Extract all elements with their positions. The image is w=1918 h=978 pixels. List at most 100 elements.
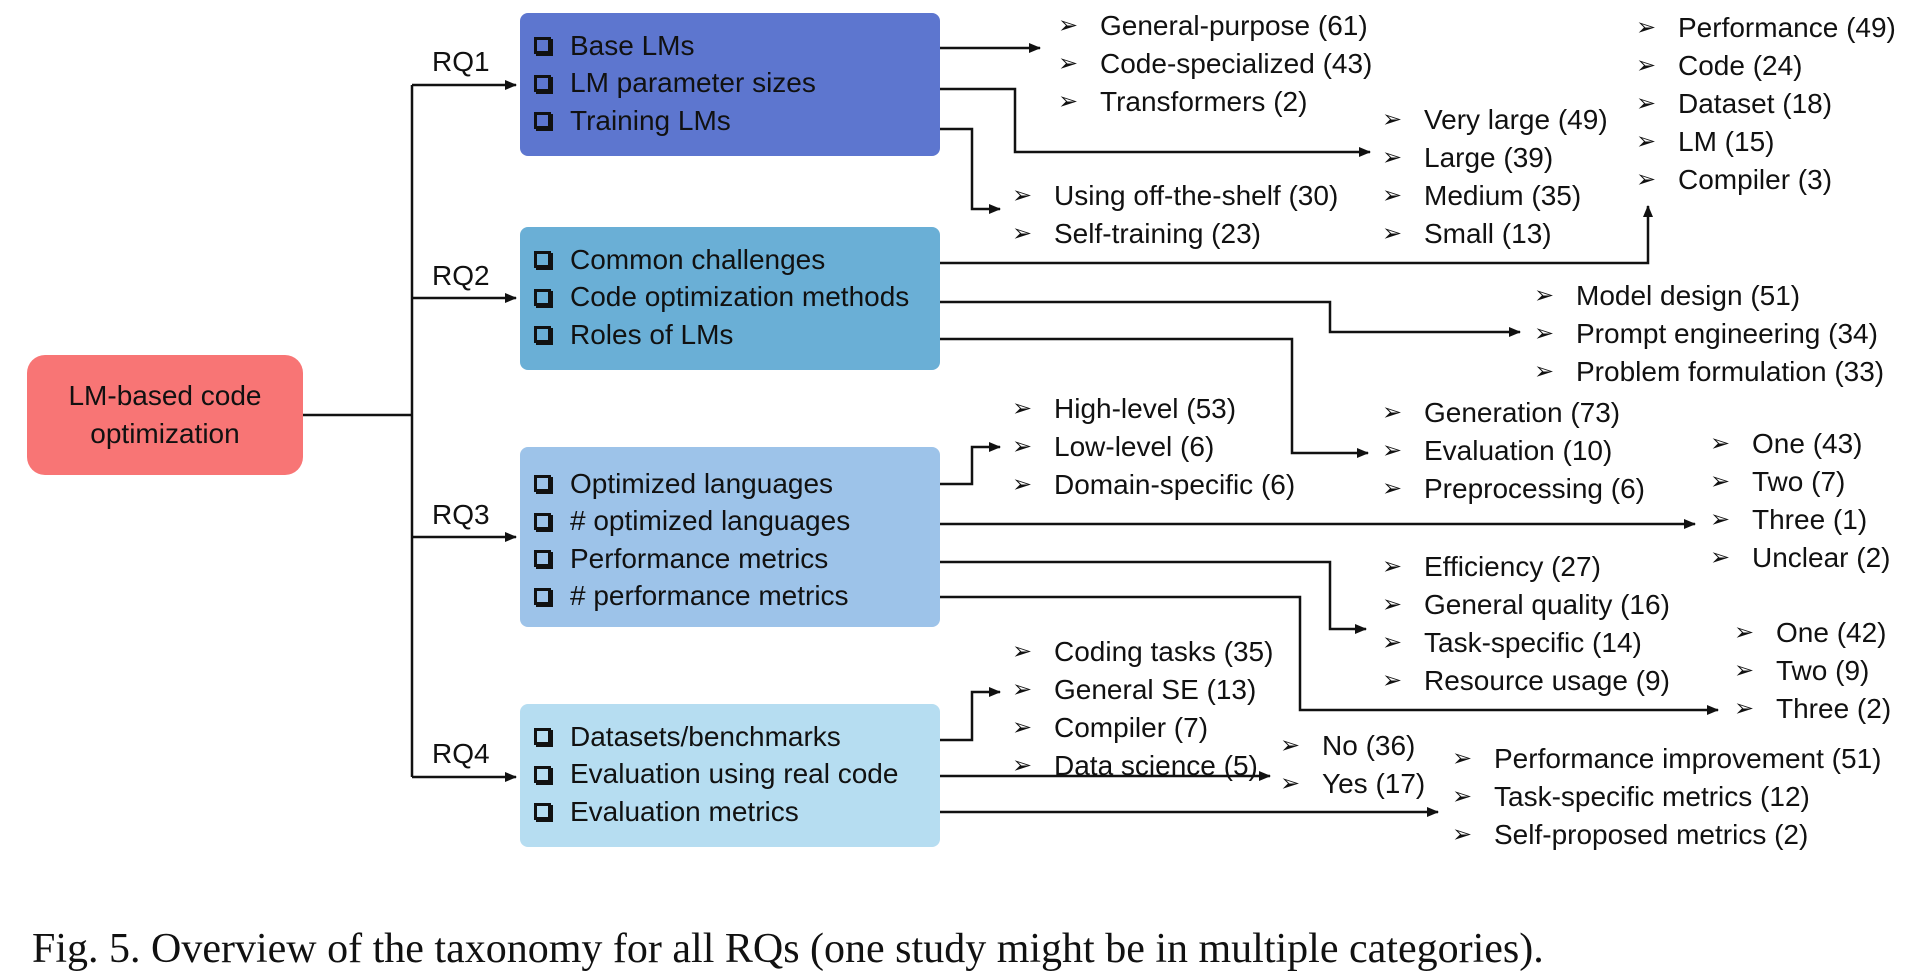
rq2-item: Code optimization methods bbox=[534, 279, 940, 317]
rq2-item-label: Code optimization methods bbox=[570, 281, 910, 313]
datasets-list: ➢Coding tasks (35)➢General SE (13)➢Compi… bbox=[1012, 633, 1273, 785]
rq4-label: RQ4 bbox=[432, 738, 490, 769]
arrowhead-icon: ➢ bbox=[1382, 591, 1403, 618]
eval-metrics-list: ➢Performance improvement (51)➢Task-speci… bbox=[1452, 740, 1881, 854]
arrowhead-icon: ➢ bbox=[1382, 629, 1403, 656]
rq3-item: # optimized languages bbox=[534, 503, 940, 541]
list-item: ➢Large (39) bbox=[1382, 139, 1608, 177]
rq1-item: LM parameter sizes bbox=[534, 65, 940, 103]
num-languages-list: ➢One (43)➢Two (7)➢Three (1)➢Unclear (2) bbox=[1710, 425, 1890, 577]
checkbox-icon bbox=[534, 74, 553, 94]
list-item-label: Code (24) bbox=[1678, 50, 1803, 81]
rq2-item: Common challenges bbox=[534, 241, 940, 279]
arrowhead-icon: ➢ bbox=[1058, 88, 1079, 115]
list-item: ➢ Very large (49) bbox=[1382, 101, 1608, 139]
list-item: ➢ Compiler (3) bbox=[1636, 161, 1896, 199]
list-item: ➢General SE (13) bbox=[1012, 671, 1273, 709]
arrowhead-icon: ➢ bbox=[1734, 657, 1755, 684]
checkbox-icon bbox=[534, 37, 553, 57]
list-item: ➢One (43) bbox=[1710, 425, 1890, 463]
list-item-label: Two (9) bbox=[1776, 655, 1870, 686]
arrowhead-icon: ➢ bbox=[1382, 399, 1403, 426]
list-item-label: Domain-specific (6) bbox=[1054, 469, 1296, 500]
root-label-line1: LM-based code bbox=[68, 380, 262, 411]
list-item: ➢Coding tasks (35) bbox=[1012, 633, 1273, 671]
list-item: ➢ General quality (16) bbox=[1382, 586, 1670, 624]
arrowhead-icon: ➢ bbox=[1012, 395, 1033, 422]
list-item: ➢Three (1) bbox=[1710, 501, 1890, 539]
list-item-label: Prompt engineering (34) bbox=[1576, 318, 1878, 349]
list-item: ➢Problem formulation (33) bbox=[1534, 353, 1884, 391]
arrowhead-icon: ➢ bbox=[1382, 106, 1403, 133]
arrowhead-icon: ➢ bbox=[1382, 437, 1403, 464]
arrowhead-icon: ➢ bbox=[1012, 676, 1033, 703]
list-item: ➢Dataset (18) bbox=[1636, 85, 1896, 123]
list-item-label: Preprocessing (6) bbox=[1424, 473, 1645, 504]
list-item-label: Performance improvement (51) bbox=[1494, 743, 1882, 774]
list-item: ➢Yes (17) bbox=[1280, 765, 1425, 803]
list-item: ➢Prompt engineering (34) bbox=[1534, 315, 1884, 353]
arrowhead-icon: ➢ bbox=[1710, 506, 1731, 533]
training-list: ➢Using off-the-shelf (30)➢Self-training … bbox=[1012, 177, 1338, 253]
checkbox-icon bbox=[534, 475, 553, 495]
rq3-item: Optimized languages bbox=[534, 465, 940, 503]
rq3-item-label: # optimized languages bbox=[570, 505, 851, 537]
rq2-box: Common challenges Code optimization meth… bbox=[520, 227, 940, 370]
challenges-arrow bbox=[940, 205, 1653, 265]
checkbox-icon bbox=[534, 112, 553, 132]
list-item: ➢Performance (49) bbox=[1636, 9, 1896, 47]
list-item-label: Very large (49) bbox=[1424, 104, 1608, 135]
arrowhead-icon: ➢ bbox=[1382, 475, 1403, 502]
list-item-label: Yes (17) bbox=[1322, 768, 1426, 799]
list-item-label: Resource usage (9) bbox=[1424, 665, 1670, 696]
arrowhead-icon: ➢ bbox=[1012, 714, 1033, 741]
list-item-label: Efficiency (27) bbox=[1424, 551, 1601, 582]
arrowhead-icon: ➢ bbox=[1710, 544, 1731, 571]
list-item: ➢Evaluation (10) bbox=[1382, 432, 1645, 470]
list-item: ➢Small (13) bbox=[1382, 215, 1608, 253]
rq4-item: Evaluation using real code bbox=[534, 756, 940, 794]
arrowhead-icon: ➢ bbox=[1710, 468, 1731, 495]
figure-caption: Fig. 5. Overview of the taxonomy for all… bbox=[32, 926, 1544, 972]
rq1-label: RQ1 bbox=[432, 46, 490, 77]
list-item-label: General quality (16) bbox=[1424, 589, 1670, 620]
list-item: ➢ Preprocessing (6) bbox=[1382, 470, 1645, 508]
list-item: ➢Data science (5) bbox=[1012, 747, 1273, 785]
list-item-label: Compiler (3) bbox=[1678, 164, 1833, 195]
checkbox-icon bbox=[534, 587, 553, 607]
arrowhead-icon: ➢ bbox=[1058, 50, 1079, 77]
rq4-item: Datasets/benchmarks bbox=[534, 718, 940, 756]
arrowhead-icon: ➢ bbox=[1382, 182, 1403, 209]
list-item: ➢Low-level (6) bbox=[1012, 428, 1295, 466]
arrowhead-icon: ➢ bbox=[1636, 166, 1657, 193]
list-item-label: General-purpose (61) bbox=[1100, 10, 1368, 41]
rq4-item-label: Evaluation using real code bbox=[570, 758, 899, 790]
rq2-item-label: Roles of LMs bbox=[570, 318, 734, 350]
checkbox-icon bbox=[534, 550, 553, 570]
list-item: ➢Task-specific (14) bbox=[1382, 624, 1670, 662]
num-perf-metrics-arrow bbox=[940, 595, 1719, 715]
arrowhead-icon: ➢ bbox=[1636, 52, 1657, 79]
rq1-item-label: Base LMs bbox=[570, 29, 695, 61]
roles-list: ➢Generation (73)➢Evaluation (10)➢Preproc… bbox=[1382, 394, 1645, 508]
root-node: LM-based code optimization bbox=[27, 355, 303, 475]
arrowhead-icon: ➢ bbox=[1734, 619, 1755, 646]
rq1-item-label: LM parameter sizes bbox=[570, 67, 816, 99]
list-item-label: Code-specialized (43) bbox=[1100, 48, 1373, 79]
param-sizes-list: ➢Very large (49)➢Large (39)➢Medium (35)➢… bbox=[1382, 101, 1608, 253]
list-item: ➢Self-proposed metrics (2) bbox=[1452, 816, 1881, 854]
challenges-list: ➢Performance (49) ➢ Code (24) ➢Dataset (18)… bbox=[1636, 9, 1896, 199]
rq3-item-label: Performance metrics bbox=[570, 542, 829, 574]
arrowhead-icon: ➢ bbox=[1452, 821, 1473, 848]
list-item: ➢ Code-specialized (43) bbox=[1058, 45, 1372, 83]
rq2-item: Roles of LMs bbox=[534, 316, 940, 354]
list-item-label: Low-level (6) bbox=[1054, 431, 1215, 462]
training-arrow bbox=[940, 127, 1001, 214]
list-item: ➢Medium (35) bbox=[1382, 177, 1608, 215]
list-item-label: Transformers (2) bbox=[1100, 86, 1308, 117]
list-item: ➢Domain-specific (6) bbox=[1012, 466, 1295, 504]
arrowhead-icon: ➢ bbox=[1012, 638, 1033, 665]
rq4-item-label: Evaluation metrics bbox=[570, 795, 799, 827]
languages-arrow bbox=[940, 442, 1001, 486]
